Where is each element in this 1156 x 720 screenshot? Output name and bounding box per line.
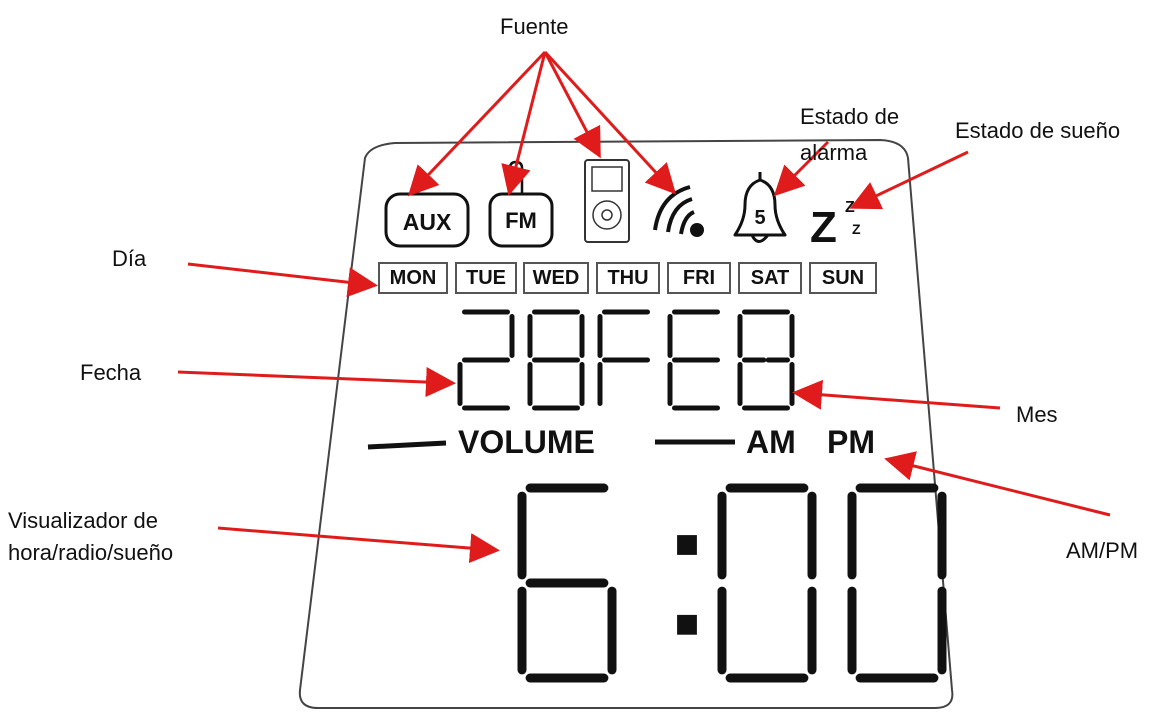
time-display — [517, 483, 947, 683]
day-tue: TUE — [455, 262, 517, 294]
volume-label: VOLUME — [458, 424, 595, 460]
label-mes: Mes — [1016, 402, 1058, 427]
day-sun: SUN — [809, 262, 877, 294]
arrow-fecha — [177, 367, 456, 398]
label-visualizador-2: hora/radio/sueño — [8, 540, 174, 565]
arrow-fuente-aux — [407, 50, 547, 197]
label-visualizador-1: Visualizador de — [8, 508, 159, 533]
arrow-alarma — [773, 140, 830, 197]
day-fri: FRI — [667, 262, 731, 294]
label-ampm: AM/PM — [1066, 538, 1139, 563]
aux-source-label: AUX — [403, 209, 452, 235]
pm-label: PM — [827, 424, 875, 460]
label-estado-alarma-2: alarma — [800, 140, 868, 165]
sleep-z-small-2: Z — [852, 221, 861, 237]
arrow-visualizador — [217, 526, 500, 564]
arrow-sueno — [849, 150, 969, 210]
label-fuente: Fuente — [500, 14, 569, 39]
arrow-dia — [187, 262, 378, 298]
sleep-z-large: Z — [810, 203, 837, 252]
label-fecha: Fecha — [80, 360, 142, 385]
alarm-bell-icon — [733, 172, 787, 243]
volume-left-dash — [367, 440, 447, 450]
label-estado-alarma-1: Estado de — [800, 104, 900, 129]
colon-dot-0 — [677, 535, 697, 555]
alarm-number: 5 — [754, 207, 765, 229]
callout-arrows — [177, 50, 1111, 564]
arrow-fuente-ipod — [543, 51, 601, 159]
colon-dot-1 — [677, 614, 697, 635]
day-wed: WED — [523, 262, 589, 294]
sleep-z-small-1: Z — [845, 199, 855, 216]
day-sat: SAT — [738, 262, 802, 294]
day-mon: MON — [378, 262, 448, 294]
label-estado-sueno: Estado de sueño — [955, 118, 1121, 143]
arrow-fuente-wireless — [543, 50, 677, 195]
ipod-icon — [584, 159, 630, 243]
fm-source-label: FM — [505, 208, 537, 233]
arrow-mes — [792, 379, 1001, 410]
am-label: AM — [746, 424, 796, 460]
wireless-icon — [653, 185, 704, 237]
arrow-fuente-fm — [501, 51, 547, 196]
date-display — [457, 309, 795, 411]
arrow-ampm — [884, 451, 1111, 517]
label-dia: Día — [112, 246, 147, 271]
day-thu: THU — [596, 262, 660, 294]
